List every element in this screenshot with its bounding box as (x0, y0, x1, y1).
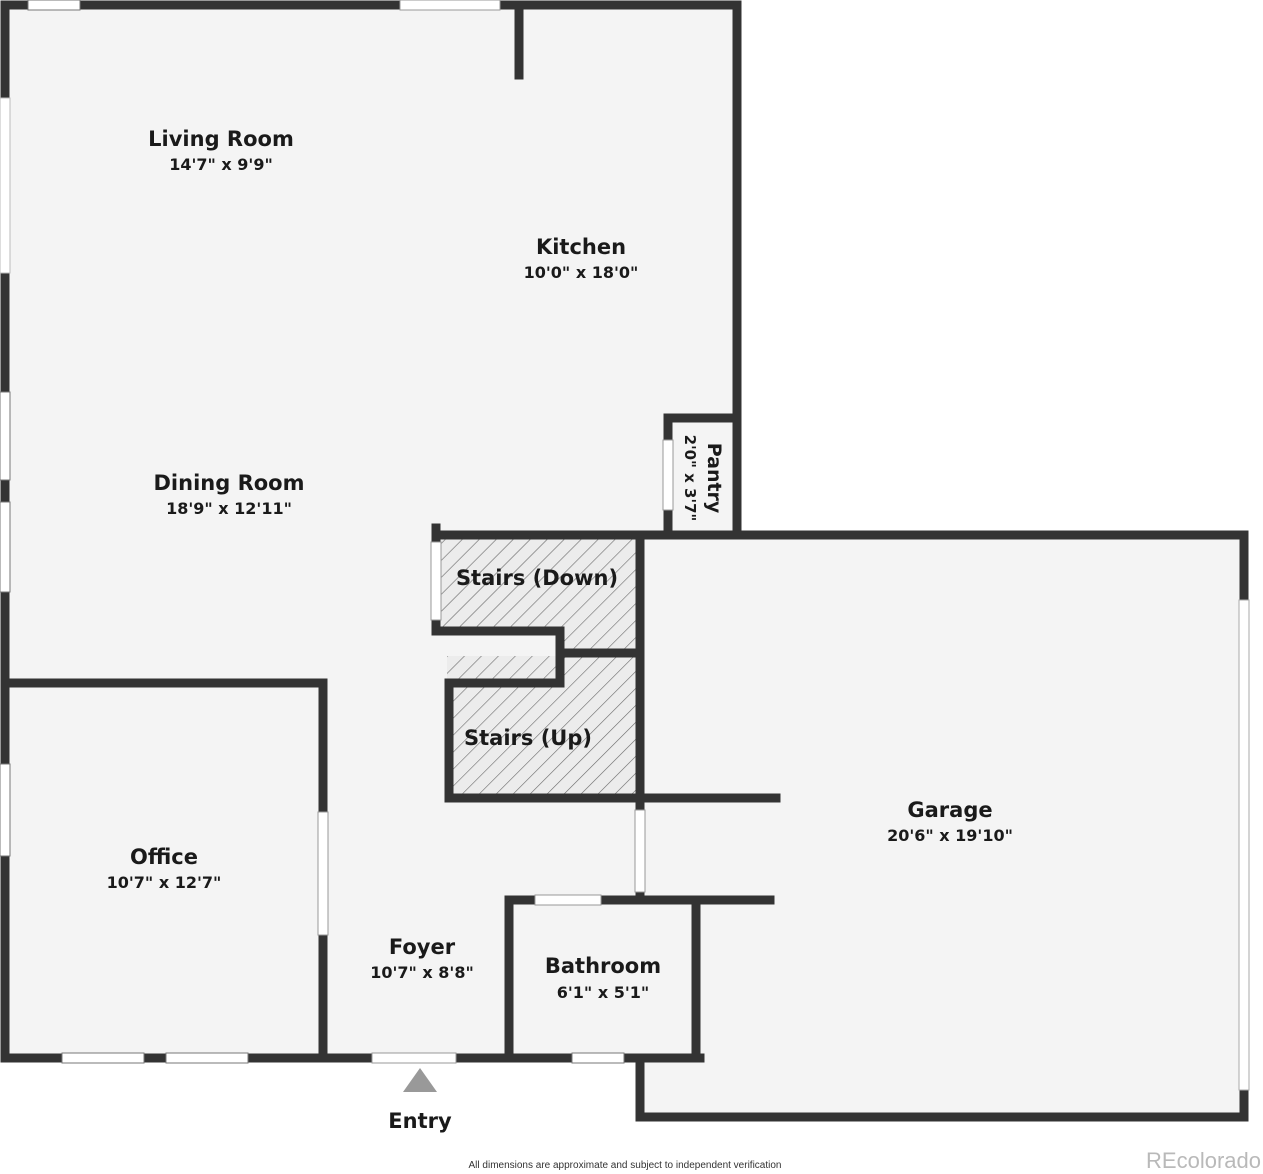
bathroom-dims: 6'1" x 5'1" (557, 983, 649, 1002)
living-room-dims: 14'7" x 9'9" (169, 155, 273, 174)
window-bathroom-bottom (571, 1052, 625, 1064)
garage-floor (640, 535, 1244, 1117)
windows (0, 0, 1250, 1091)
kitchen-name: Kitchen (536, 235, 626, 259)
window-left-1 (0, 97, 11, 274)
room-labels: Living Room 14'7" x 9'9" Kitchen 10'0" x… (107, 127, 1013, 1133)
entry-door-opening (371, 1052, 457, 1064)
foyer-name: Foyer (389, 935, 456, 959)
entry-label: Entry (388, 1109, 452, 1133)
watermark-logo: REcolorado (1146, 1148, 1261, 1173)
garage-door (1238, 599, 1250, 1091)
disclaimer: All dimensions are approximate and subje… (468, 1160, 782, 1171)
window-bathroom-top (534, 894, 602, 906)
floor-areas (5, 5, 1244, 1117)
window-bottom-1 (61, 1052, 145, 1064)
window-top-right (399, 0, 501, 11)
living-room-name: Living Room (148, 127, 294, 151)
office-dims: 10'7" x 12'7" (107, 873, 222, 892)
garage-name: Garage (907, 798, 992, 822)
window-left-4 (0, 763, 11, 857)
window-left-3 (0, 501, 11, 593)
bathroom-name: Bathroom (545, 954, 661, 978)
dining-room-name: Dining Room (154, 471, 305, 495)
foyer-dims: 10'7" x 8'8" (370, 963, 474, 982)
pantry-name: Pantry (703, 443, 725, 514)
window-top-left (27, 0, 81, 11)
office-name: Office (130, 845, 198, 869)
opening-office (317, 811, 329, 936)
pantry-dims: 2'0" x 3'7" (681, 435, 699, 522)
window-bottom-2 (165, 1052, 249, 1064)
garage-dims: 20'6" x 19'10" (887, 826, 1013, 845)
opening-pantry (662, 439, 674, 511)
kitchen-dims: 10'0" x 18'0" (524, 263, 639, 282)
entry-arrow-icon (403, 1068, 437, 1092)
stairs-down-name: Stairs (Down) (456, 566, 618, 590)
window-left-2 (0, 391, 11, 481)
opening-garage-door (634, 809, 646, 893)
stairs-down-area (440, 537, 636, 651)
stairs-up-name: Stairs (Up) (464, 726, 592, 750)
opening-stairs-down (430, 541, 442, 621)
dining-room-dims: 18'9" x 12'11" (166, 499, 292, 518)
